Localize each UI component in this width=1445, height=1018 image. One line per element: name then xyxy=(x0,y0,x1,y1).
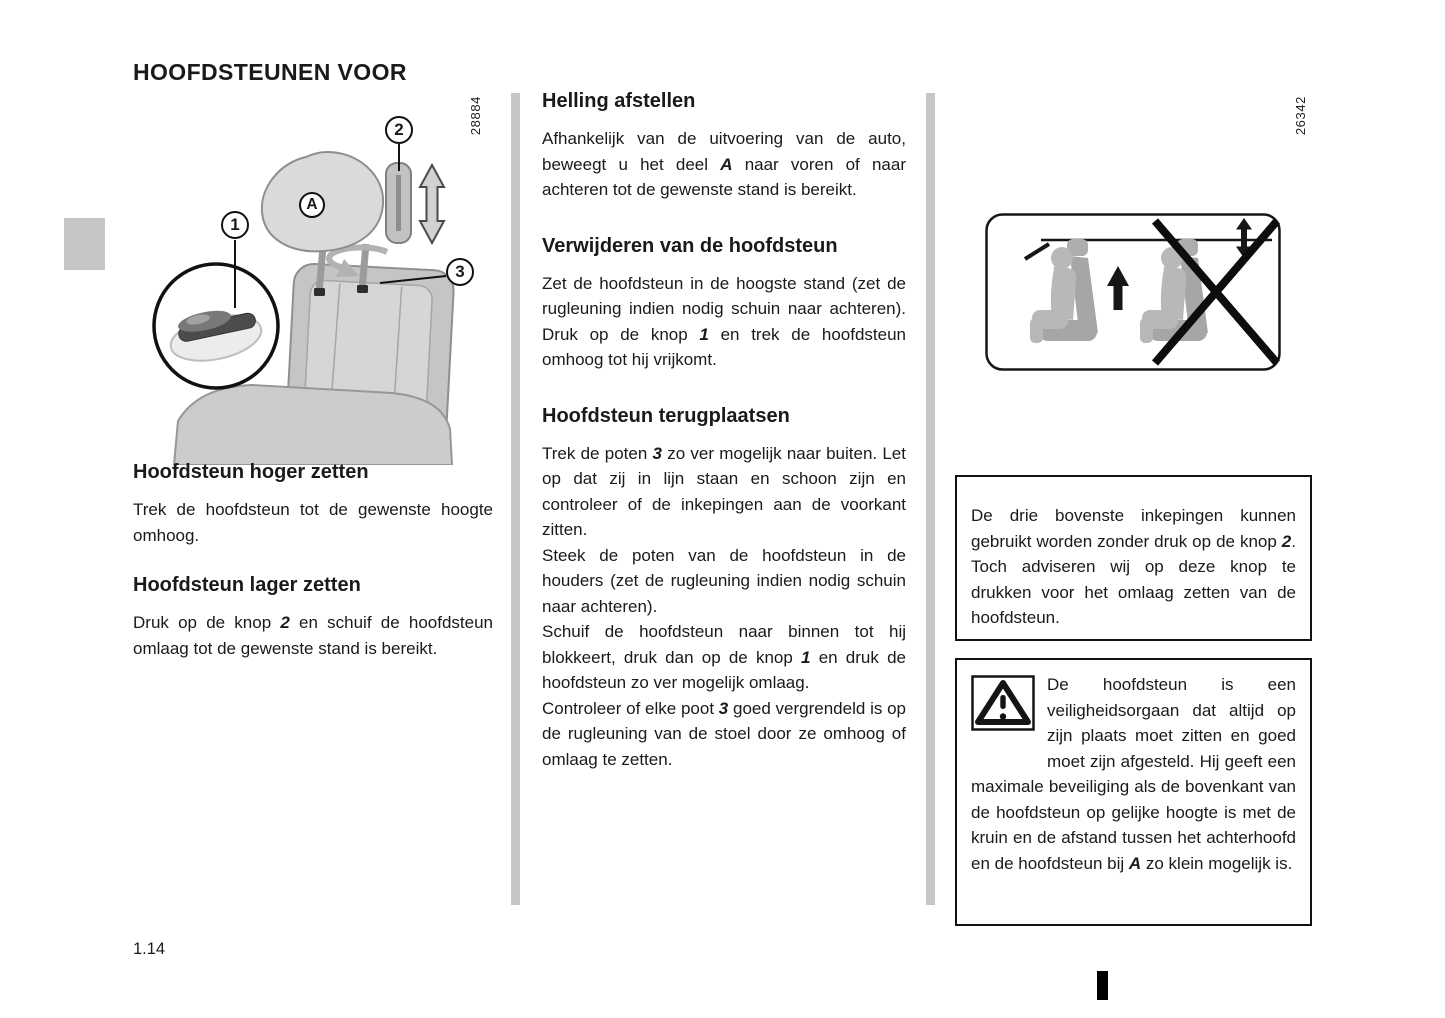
section-heading: Hoofdsteun terugplaatsen xyxy=(542,404,790,427)
column-separator-right xyxy=(926,93,935,905)
section-terugplaatsen: Hoofdsteun terugplaatsen Trek de poten 3… xyxy=(542,405,906,773)
cross-out-x xyxy=(1151,218,1281,366)
section-paragraph: Afhankelijk van de uitvoering van de aut… xyxy=(542,129,906,199)
figure-code-right: 26342 xyxy=(1293,96,1308,136)
head-level-tick xyxy=(1023,242,1051,261)
section-paragraph: Steek de poten van de hoofdsteun in de h… xyxy=(542,545,906,616)
release-button xyxy=(178,310,256,342)
headrest-position-figure xyxy=(985,213,1281,371)
up-arrow-icon xyxy=(1107,266,1129,310)
callout-a-badge: A xyxy=(299,192,325,218)
callout-lines xyxy=(234,144,447,308)
column-separator-left xyxy=(511,93,520,905)
gap-arrow-icon xyxy=(1236,218,1252,258)
note-box: De drie bovenste inkepingen kunnen gebru… xyxy=(955,475,1312,641)
section-paragraph: Trek de poten 3 zo ver mogelijk naar bui… xyxy=(542,443,906,540)
section-heading: Hoofdsteun lager zetten xyxy=(133,574,361,596)
section-heading: Verwijderen van de hoofdsteun xyxy=(542,234,838,257)
warning-box: De hoofdsteun is een veiligheidsorgaan d… xyxy=(955,658,1312,926)
middle-column: Helling afstellen Afhankelijk van de uit… xyxy=(542,90,906,804)
headrest-posts xyxy=(314,243,370,296)
section-paragraph: Schuif de hoofdsteun naar binnen tot hij… xyxy=(542,622,906,692)
section-paragraph: Druk op de knop 2 en schuif de hoofdsteu… xyxy=(133,613,493,658)
callout-a-label: A xyxy=(306,196,318,213)
section-helling-afstellen: Helling afstellen Afhankelijk van de uit… xyxy=(542,90,906,203)
note-box-text: De drie bovenste inkepingen kunnen gebru… xyxy=(971,506,1296,627)
callout-2-badge: 2 xyxy=(385,116,413,144)
section-paragraph: Zet de hoofdsteun in de hoogste stand (z… xyxy=(542,273,906,370)
callout-3-label: 3 xyxy=(455,262,465,281)
seat-cushion xyxy=(172,383,454,465)
tilt-arrow-icon xyxy=(326,244,389,277)
figure-code-left: 28884 xyxy=(468,96,483,136)
section-heading: Hoofdsteun hoger zetten xyxy=(133,461,369,483)
callout-1-badge: 1 xyxy=(221,211,249,239)
callout-3-badge: 3 xyxy=(446,258,474,286)
figure-frame xyxy=(985,213,1281,371)
section-verwijderen: Verwijderen van de hoofdsteun Zet de hoo… xyxy=(542,235,906,373)
height-arrow-icon xyxy=(418,162,446,246)
headrest-diagram xyxy=(152,144,455,465)
print-registration-mark xyxy=(1097,971,1108,1000)
section-heading: Helling afstellen xyxy=(542,90,696,112)
section-hoofdsteun-hoger: Hoofdsteun hoger zetten Trek de hoofdste… xyxy=(133,461,493,548)
section-paragraph: Controleer of elke poot 3 goed vergrende… xyxy=(542,698,906,769)
warning-box-text: De hoofdsteun is een veiligheidsorgaan d… xyxy=(971,675,1296,873)
left-column: Hoofdsteun hoger zetten Trek de hoofdste… xyxy=(133,461,493,693)
section-hoofdsteun-lager: Hoofdsteun lager zetten Druk op de knop … xyxy=(133,574,493,661)
callout-1-label: 1 xyxy=(230,215,240,234)
callout-2-label: 2 xyxy=(394,120,404,139)
headrest-guide xyxy=(385,162,412,244)
warning-triangle-icon xyxy=(971,675,1035,731)
page-title: HOOFDSTEUNEN VOOR xyxy=(133,59,407,86)
edge-section-tab xyxy=(64,218,105,270)
page-number: 1.14 xyxy=(133,940,166,958)
section-paragraph: Trek de hoofdsteun tot de gewenste hoogt… xyxy=(133,500,493,545)
